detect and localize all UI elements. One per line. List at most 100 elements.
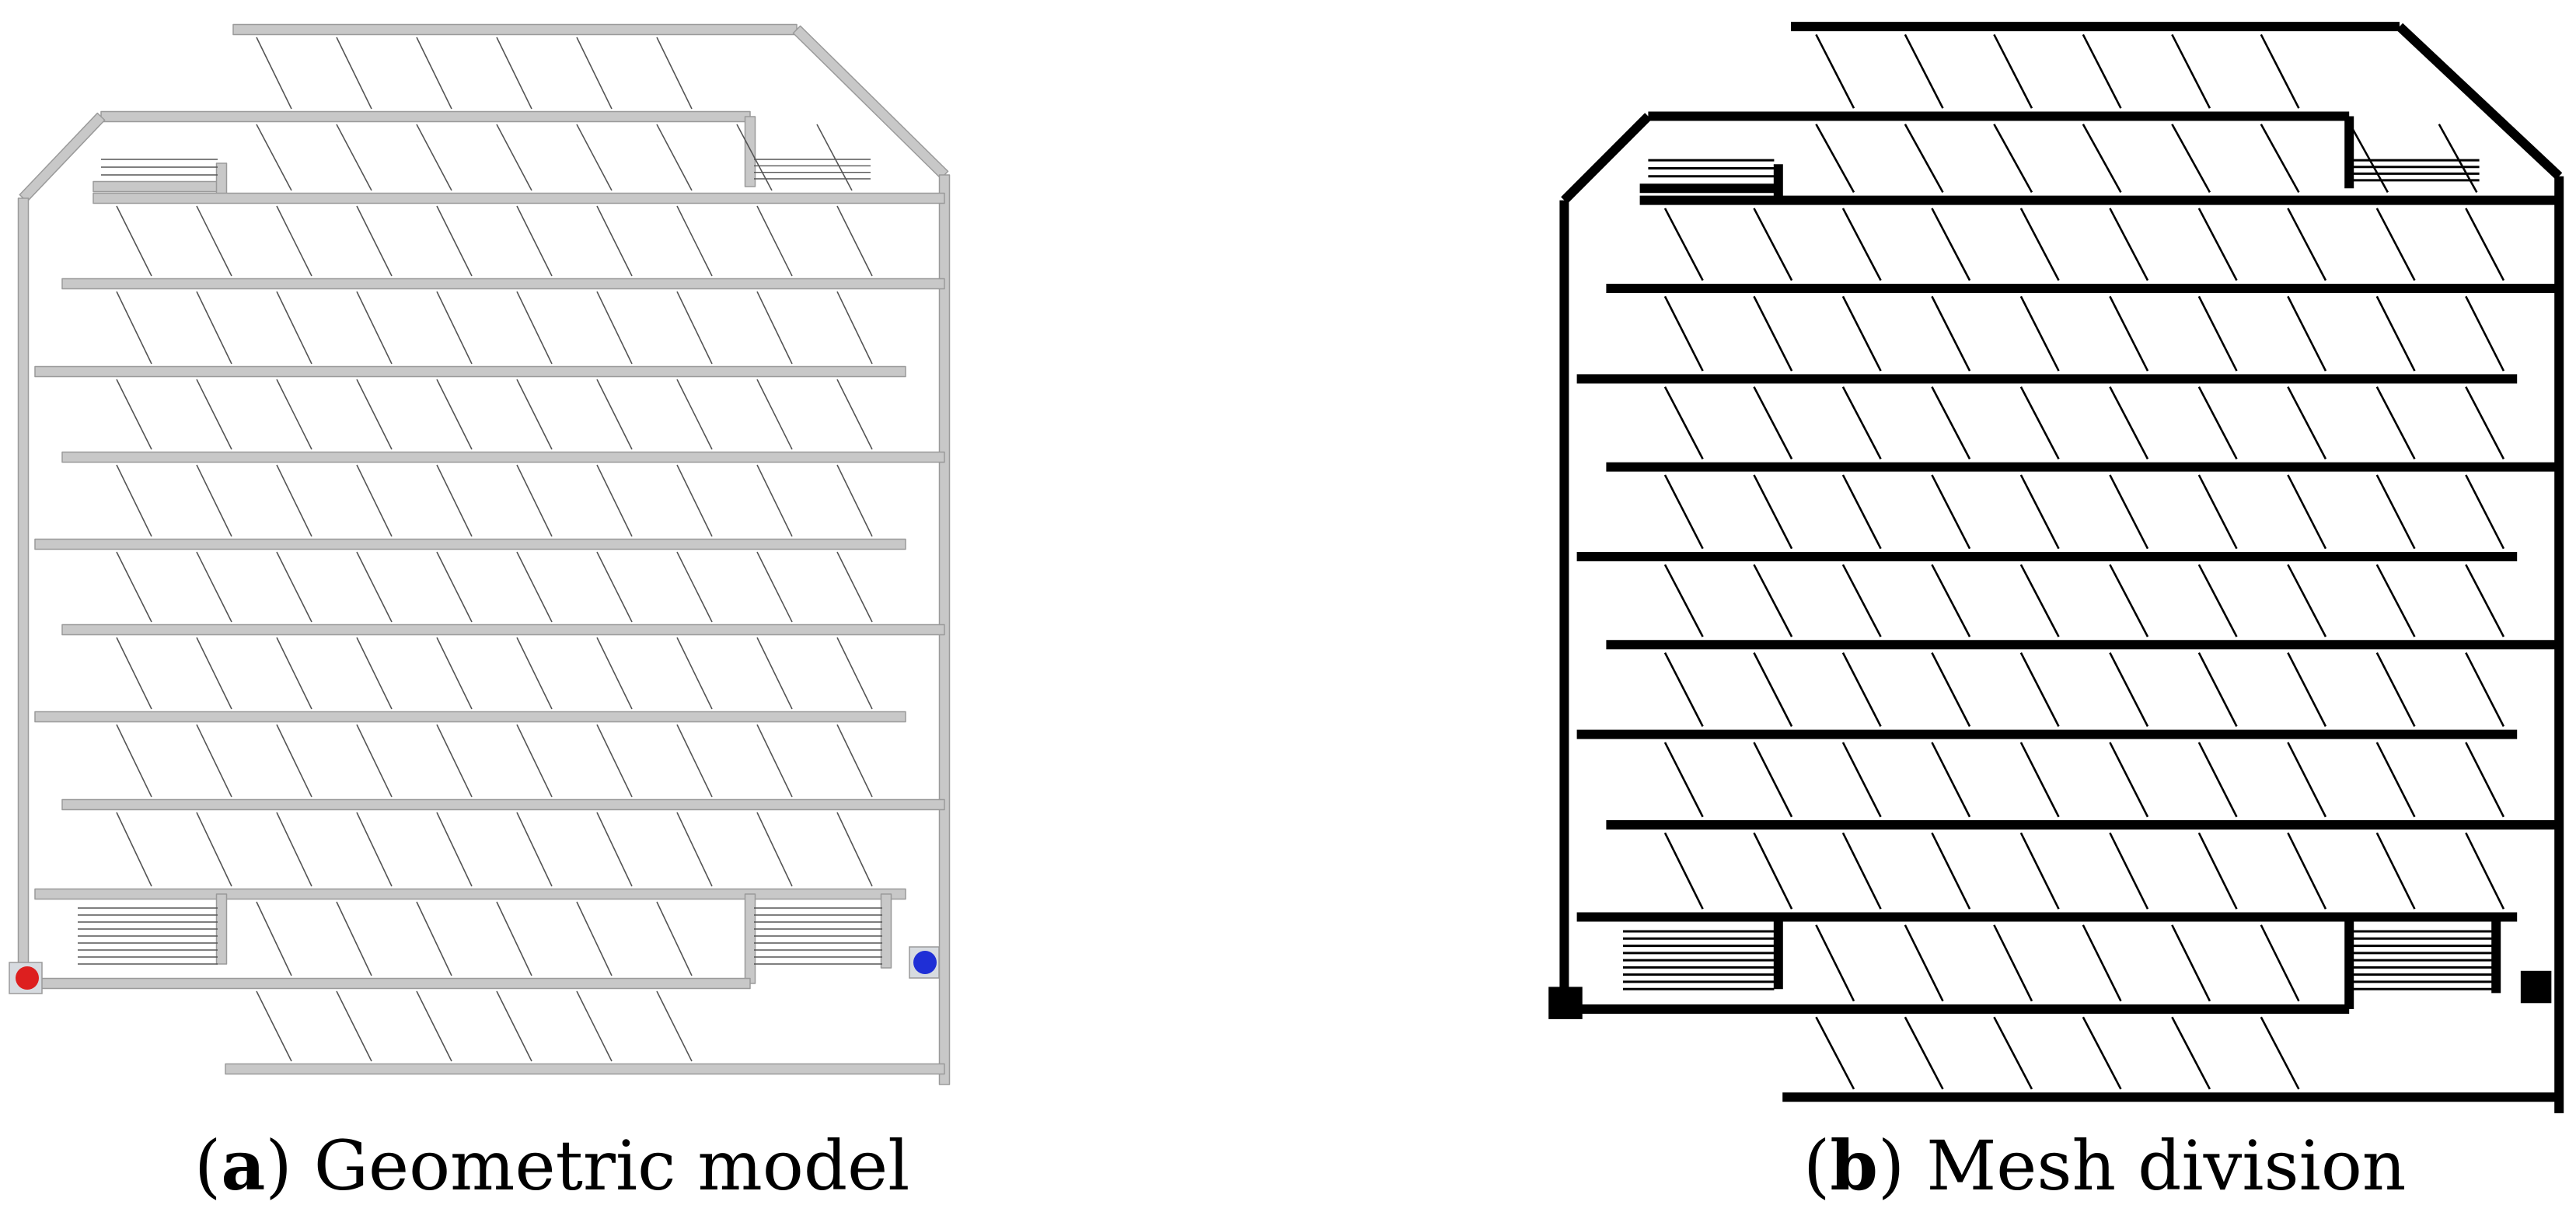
rack-diagonal <box>2465 208 2505 281</box>
rack-diagonal <box>676 291 713 365</box>
rack-diagonal <box>2082 1016 2122 1090</box>
outer-wall-left <box>1559 200 1569 1014</box>
rack-diagonal <box>2465 386 2505 459</box>
lower-right-post <box>744 893 756 984</box>
rack-diagonal <box>836 291 873 365</box>
outer-wall-chamfer-right <box>2396 23 2563 180</box>
rack-diagonal <box>356 724 393 798</box>
rack-diagonal <box>2375 208 2416 281</box>
outer-wall-chamfer-left <box>1561 113 1652 204</box>
outer-wall-left <box>17 197 30 988</box>
upper-left-ledge <box>92 180 222 193</box>
rack-diagonal <box>1815 124 1855 193</box>
rack-diagonal <box>1931 295 1971 372</box>
rack-diagonal <box>196 637 232 710</box>
lower-far-right-post <box>880 893 892 969</box>
rack-diagonal <box>496 990 532 1062</box>
rack-diagonal <box>436 205 473 277</box>
geometric-model-drawing <box>9 23 951 1085</box>
rack-diagonal <box>1904 33 1944 109</box>
rack-diagonal <box>596 205 633 277</box>
rack-diagonal <box>656 901 693 976</box>
rack-diagonal <box>256 37 292 110</box>
rack-diagonal <box>676 551 713 623</box>
rack-diagonal <box>276 637 312 710</box>
rack-diagonal <box>1753 652 1793 727</box>
lower-far-right-post <box>2491 917 2501 994</box>
rack-diagonal <box>2465 832 2505 910</box>
rack-diagonal <box>1841 832 1882 910</box>
caption-letter-a: a <box>221 1125 266 1206</box>
rack-diagonal <box>2171 124 2211 193</box>
outlet-mark-right <box>2532 981 2545 994</box>
rack-diagonal <box>596 291 633 365</box>
partition-wall <box>1576 552 2518 561</box>
rack-diagonal <box>2375 564 2416 637</box>
rack-diagonal <box>276 464 312 537</box>
rack-diagonal <box>676 205 713 277</box>
rack-diagonal <box>656 990 693 1062</box>
inlet-mark-left <box>16 966 39 990</box>
rack-diagonal <box>836 724 873 798</box>
rack-diagonal <box>416 901 452 976</box>
rack-diagonal <box>836 637 873 710</box>
rack-diagonal <box>116 291 152 365</box>
rack-diagonal <box>1753 832 1793 910</box>
rack-diagonal <box>116 724 152 798</box>
rack-diagonal <box>2287 742 2327 818</box>
rack-diagonal <box>356 637 393 710</box>
rack-diagonal <box>436 812 473 887</box>
lower-right-post <box>2344 917 2354 1009</box>
partition-wall <box>61 451 945 463</box>
outer-wall-top <box>232 23 798 36</box>
rack-diagonal <box>676 464 713 537</box>
rack-diagonal <box>1841 295 1882 372</box>
rack-diagonal <box>596 637 633 710</box>
rack-diagonal <box>516 637 553 710</box>
rack-diagonal <box>2287 295 2327 372</box>
rack-diagonal <box>2287 474 2327 550</box>
rack-diagonal <box>1931 208 1971 281</box>
rack-diagonal <box>1663 742 1704 818</box>
rack-diagonal <box>1931 564 1971 637</box>
rack-diagonal <box>2171 33 2211 109</box>
outer-wall-upper-left <box>1648 111 2350 121</box>
partition-wall <box>92 192 945 204</box>
rack-diagonal <box>676 379 713 450</box>
rack-diagonal <box>2109 652 2149 727</box>
rack-diagonal <box>2465 295 2505 372</box>
rack-diagonal <box>516 205 553 277</box>
rack-diagonal <box>1663 295 1704 372</box>
rack-diagonal <box>576 990 613 1062</box>
rack-diagonal <box>756 379 793 450</box>
rack-diagonal <box>2287 386 2327 459</box>
partition-wall <box>1576 374 2518 384</box>
partition-wall <box>1576 729 2518 739</box>
caption-title-a: Geometric model <box>313 1126 910 1206</box>
rack-diagonal <box>1753 295 1793 372</box>
panel-geometric-model <box>0 0 995 1226</box>
rack-diagonal <box>676 812 713 887</box>
rack-diagonal <box>276 205 312 277</box>
rack-diagonal <box>1753 564 1793 637</box>
bottom-inner-wall <box>23 977 751 990</box>
rack-diagonal <box>2019 742 2060 818</box>
rack-diagonal <box>596 379 633 450</box>
rack-diagonal <box>516 379 553 450</box>
rack-diagonal <box>276 291 312 365</box>
partition-wall <box>61 623 945 636</box>
rack-diagonal <box>116 379 152 450</box>
mesh-division-drawing <box>1548 22 2564 1113</box>
rack-diagonal <box>1815 33 1855 109</box>
rack-diagonal <box>2375 832 2416 910</box>
rack-diagonal <box>1931 386 1971 459</box>
rack-diagonal <box>2171 924 2211 1002</box>
rack-diagonal <box>2197 742 2238 818</box>
rack-diagonal <box>336 990 372 1062</box>
rack-diagonal <box>816 124 853 191</box>
rack-diagonal <box>2019 564 2060 637</box>
upper-left-ledge <box>1639 183 1778 194</box>
rack-diagonal <box>416 124 452 191</box>
rack-diagonal <box>2109 295 2149 372</box>
rack-diagonal <box>356 291 393 365</box>
